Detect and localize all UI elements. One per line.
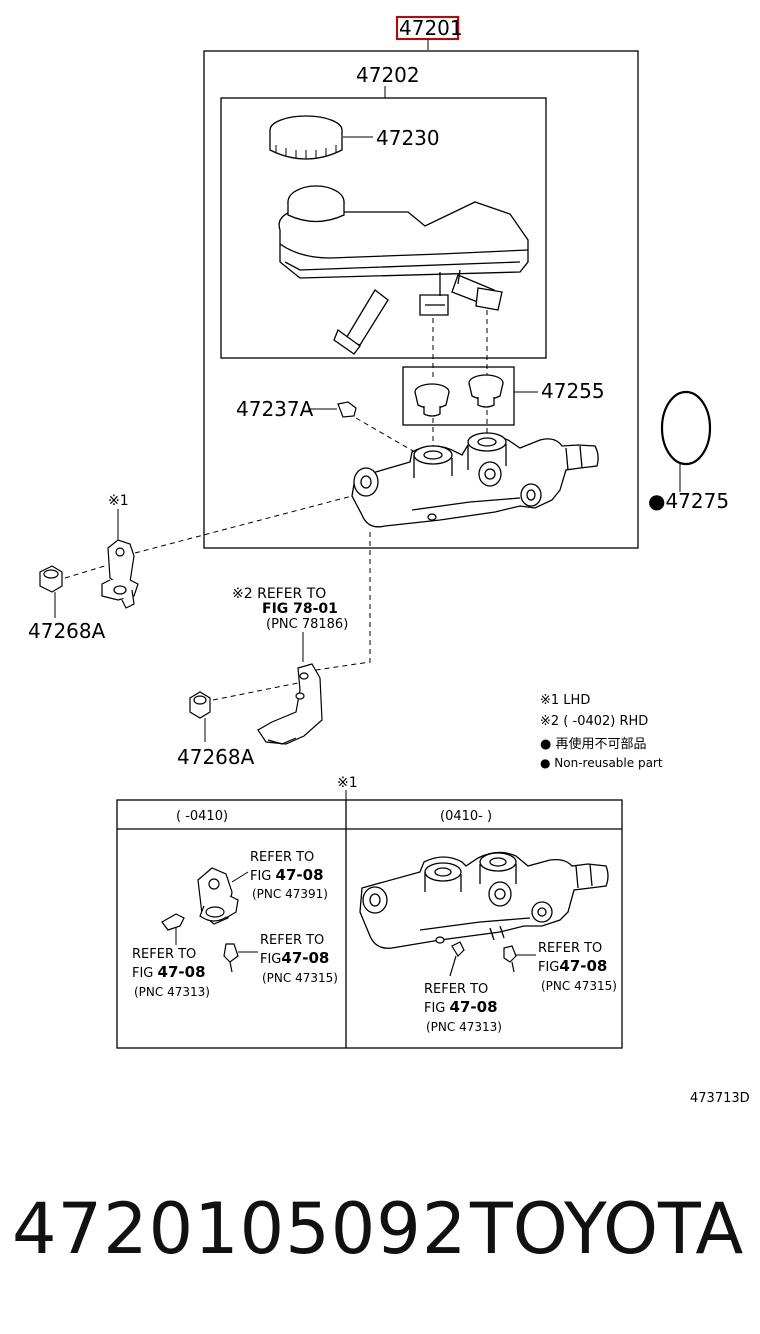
inset-left-bleeder	[161, 913, 185, 931]
legend-non-reusable-en: ● Non-reusable part	[540, 756, 663, 770]
inset-left-ref3-l1: REFER TO	[260, 933, 324, 948]
diagram-code: 473713D	[690, 1091, 750, 1106]
inset-left-ref3-l2[interactable]: FIG47-08	[260, 949, 329, 967]
inset-right-ref2-l1: REFER TO	[424, 982, 488, 997]
inset-left-bracket	[197, 867, 239, 925]
inset-left-ref2-l1: REFER TO	[132, 947, 196, 962]
label-47268A-top[interactable]: 47268A	[28, 619, 106, 643]
label-47230[interactable]: 47230	[376, 126, 440, 150]
inset-right-ref1-l2[interactable]: FIG47-08	[538, 957, 607, 975]
inset-right-header: (0410- )	[440, 809, 492, 824]
master-cylinder	[351, 432, 599, 528]
refer-fig-78-01-line2[interactable]: FIG 78-01	[262, 601, 338, 617]
footer: 4720105092 TOYOTA	[0, 1180, 760, 1290]
reservoir-47202-frame	[220, 97, 547, 359]
inset-left-header: ( -0410)	[176, 809, 228, 824]
inset-right-ref2-l2[interactable]: FIG 47-08	[424, 998, 498, 1016]
reservoir-tank	[278, 185, 529, 355]
inset-right-connector	[503, 945, 517, 973]
brand-name: TOYOTA	[470, 1188, 744, 1270]
inset-right-bleeder	[449, 941, 465, 977]
note1-mark-inset: ※1	[337, 775, 358, 791]
refer-fig-78-01-line3: (PNC 78186)	[266, 617, 348, 632]
grommet-pair	[414, 374, 504, 417]
bracket-rhd	[257, 663, 323, 745]
inset-right-master-cylinder	[359, 851, 609, 949]
legend-lhd: ※1 LHD	[540, 693, 590, 708]
label-47202[interactable]: 47202	[356, 63, 420, 87]
inset-left-ref2-l3: (PNC 47313)	[134, 985, 210, 999]
label-47268A-bottom[interactable]: 47268A	[177, 745, 255, 769]
inset-left-ref3-l3: (PNC 47315)	[262, 971, 338, 985]
part-number: 4720105092	[12, 1188, 468, 1270]
inset-left-ref1-l1: REFER TO	[250, 850, 314, 865]
bracket-lhd	[101, 539, 139, 609]
plug-47237A	[337, 401, 357, 418]
inset-left-connector	[223, 943, 239, 973]
inset-right-ref2-l3: (PNC 47313)	[426, 1020, 502, 1034]
inset-left-ref2-l2[interactable]: FIG 47-08	[132, 963, 206, 981]
inset-right-ref1-l3: (PNC 47315)	[541, 979, 617, 993]
inset-box	[116, 799, 623, 1049]
label-47201[interactable]: 47201	[399, 16, 463, 40]
nut-47268A-bottom	[189, 691, 211, 719]
inset-left-ref1-l2[interactable]: FIG 47-08	[250, 866, 324, 884]
inset-left-ref1-l3: (PNC 47391)	[252, 887, 328, 901]
refer-fig-78-01-line1: ※2 REFER TO	[232, 586, 326, 602]
label-47255[interactable]: 47255	[541, 379, 605, 403]
reservoir-cap-47230	[269, 115, 343, 160]
nut-47268A-top	[39, 565, 63, 593]
label-47275[interactable]: ●47275	[648, 489, 729, 513]
note1-mark-top: ※1	[108, 493, 129, 509]
legend-non-reusable-jp: ● 再使用不可部品	[540, 736, 646, 752]
o-ring-47275	[660, 390, 712, 466]
grommet-47255-frame	[402, 366, 515, 426]
label-47237A[interactable]: 47237A	[236, 397, 314, 421]
assembly-47201-frame	[203, 50, 639, 549]
legend-rhd: ※2 ( -0402) RHD	[540, 714, 648, 729]
inset-right-ref1-l1: REFER TO	[538, 941, 602, 956]
